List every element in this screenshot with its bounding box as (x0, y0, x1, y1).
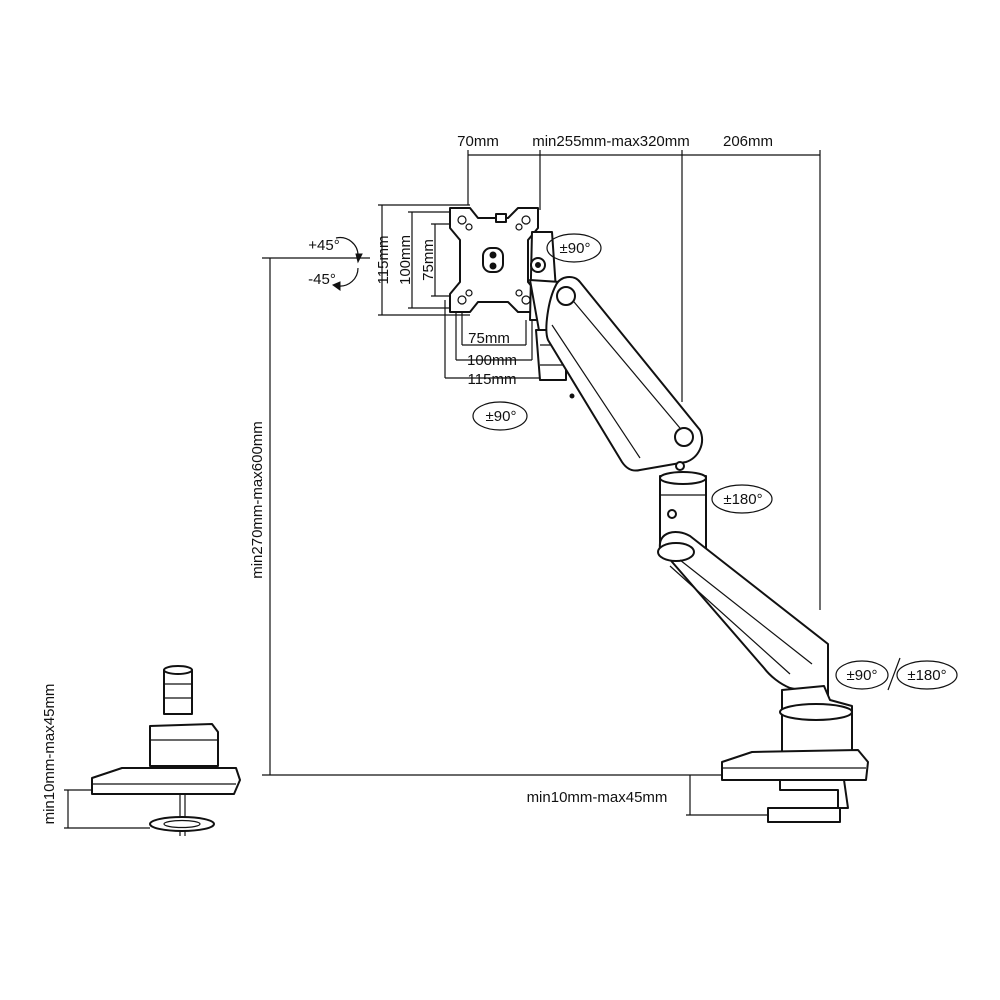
angle-head-rotate: ±90° (560, 240, 591, 257)
dim-vesa-h-75: 75mm (420, 239, 437, 281)
dim-vesa-w-75: 75mm (468, 330, 510, 347)
angle-tilt-up: +45° (308, 237, 339, 254)
dim-arm-length: min255mm-max320mm (532, 133, 690, 150)
dim-vesa-h-115: 115mm (375, 236, 392, 285)
dim-206mm: 206mm (723, 133, 773, 150)
upper-arm (545, 276, 704, 472)
right-base (721, 685, 869, 823)
dim-height-range: min270mm-max600mm (249, 421, 266, 579)
angle-tilt-down: -45° (308, 271, 336, 288)
dim-clamp-left: min10mm-max45mm (41, 684, 58, 825)
angle-head-swivel: ±90° (486, 408, 517, 425)
dim-70mm: 70mm (457, 133, 499, 150)
angle-base-rotate: ±180° (907, 667, 946, 684)
angle-base-swivel: ±90° (847, 667, 878, 684)
left-base (91, 665, 241, 836)
vesa-plate (449, 207, 539, 313)
dim-clamp-right: min10mm-max45mm (527, 789, 668, 806)
elbow-joint (659, 471, 707, 549)
angle-elbow: ±180° (723, 491, 762, 508)
dim-vesa-h-100: 100mm (397, 235, 414, 285)
dim-vesa-w-115: 115mm (468, 371, 517, 388)
dimension-lines (64, 150, 821, 829)
dim-vesa-w-100: 100mm (467, 352, 517, 369)
lower-arm (657, 531, 829, 697)
rotation-arrows (331, 233, 958, 691)
